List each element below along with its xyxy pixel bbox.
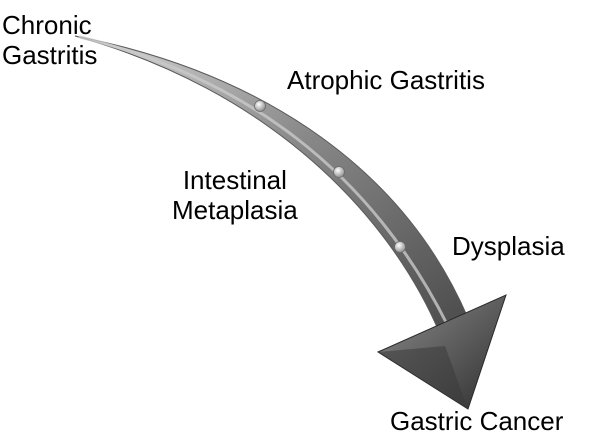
stage-label-line: Gastric Cancer: [390, 406, 563, 436]
stage-label-intestinal-metaplasia: Intestinal Metaplasia: [172, 165, 298, 225]
stage-marker-2: [334, 167, 345, 178]
stage-label-atrophic-gastritis: Atrophic Gastritis: [287, 65, 485, 95]
stage-label-line: Intestinal: [172, 165, 298, 195]
stage-label-gastric-cancer: Gastric Cancer: [390, 406, 563, 436]
stage-label-line: Metaplasia: [172, 195, 298, 225]
stage-label-line: Gastritis: [2, 40, 97, 70]
stage-label-dysplasia: Dysplasia: [452, 231, 565, 261]
stage-marker-3: [395, 242, 406, 253]
stage-label-line: Atrophic Gastritis: [287, 65, 485, 95]
stage-label-line: Dysplasia: [452, 231, 565, 261]
stage-label-line: Chronic: [2, 10, 97, 40]
stage-label-chronic-gastritis: Chronic Gastritis: [2, 10, 97, 70]
stage-marker-1: [255, 101, 266, 112]
